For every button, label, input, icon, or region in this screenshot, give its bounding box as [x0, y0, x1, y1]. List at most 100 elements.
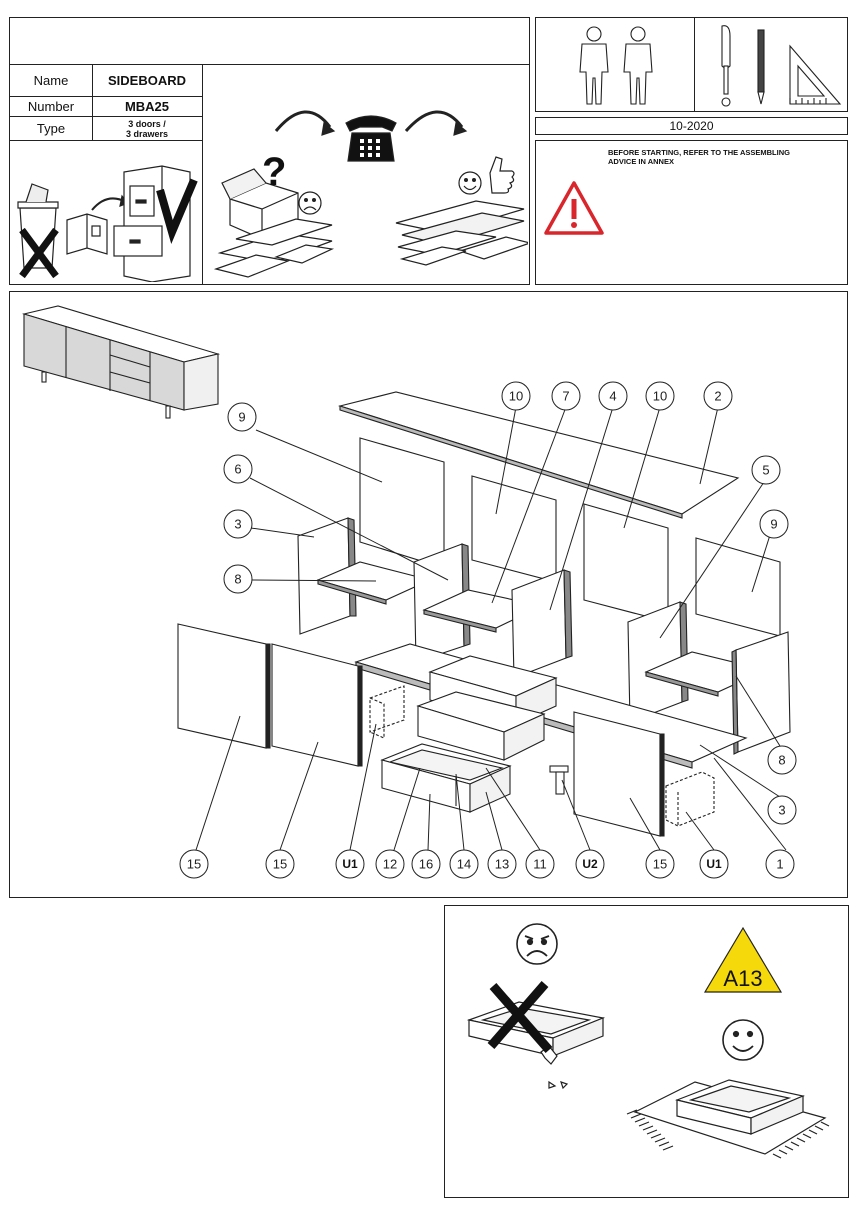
callout-label: 10 — [509, 389, 523, 404]
leader-lines — [195, 406, 787, 851]
part-u1-left — [369, 685, 405, 739]
callout-label: U2 — [582, 857, 598, 871]
callout-label: 3 — [778, 803, 785, 818]
callout-8-right — [767, 745, 797, 775]
callout-label: 12 — [383, 857, 397, 872]
callout-label: 9 — [770, 517, 777, 532]
callout-14 — [449, 849, 479, 879]
callout-u1-left — [335, 849, 365, 879]
a13-code: A13 — [723, 966, 762, 991]
exploded-view-panel: 9 6 3 8 10 7 4 10 2 5 9 8 3 15 15 U1 12 … — [9, 291, 848, 898]
callout-label: 3 — [234, 517, 241, 532]
number-value: MBA25 — [124, 99, 170, 114]
cross-icon — [19, 227, 59, 279]
callouts — [179, 381, 797, 879]
part-drawer-middle — [416, 691, 546, 761]
name-value: SIDEBOARD — [107, 73, 186, 88]
cross-icon — [487, 981, 553, 1053]
assembly-tip-panel: A13 — [444, 905, 849, 1198]
callout-8-left — [223, 564, 253, 594]
callout-label: 1 — [776, 857, 783, 872]
callout-label: 9 — [238, 410, 245, 425]
callout-label: 13 — [495, 857, 509, 872]
callout-12 — [375, 849, 405, 879]
keep-manual-illustration — [17, 165, 198, 282]
callout-label: 4 — [609, 389, 616, 404]
callout-label: 11 — [533, 857, 547, 872]
callout-6 — [223, 454, 253, 484]
callout-label: 15 — [653, 857, 667, 872]
callout-3-right — [767, 795, 797, 825]
callout-15-c — [645, 849, 675, 879]
two-persons-icon — [579, 26, 653, 105]
callout-label: 10 — [653, 389, 667, 404]
sad-face-icon — [298, 191, 322, 215]
part-door-left — [177, 623, 267, 749]
callout-label: 15 — [187, 857, 201, 872]
checkmark-icon — [156, 178, 198, 244]
callout-label: 8 — [234, 572, 241, 587]
missing-part-illustration: ? — [213, 110, 528, 278]
angry-face-icon — [516, 923, 558, 965]
type-value: 3 doors / 3 drawers — [125, 118, 169, 139]
header-box: Name SIDEBOARD Number MBA25 Type 3 doors… — [9, 17, 530, 285]
exploded-diagram: 9 6 3 8 10 7 4 10 2 5 9 8 3 15 15 U1 12 … — [21, 305, 797, 879]
callout-label: 7 — [562, 389, 569, 404]
callout-label: U1 — [342, 857, 358, 871]
callout-label: 16 — [419, 857, 433, 872]
advice-text: BEFORE STARTING, REFER TO THE ASSEMBLING… — [608, 148, 790, 166]
callout-15-b — [265, 849, 295, 879]
table-divider — [92, 65, 93, 141]
tools-icon — [721, 25, 842, 107]
callout-4 — [598, 381, 628, 411]
callout-10-right — [645, 381, 675, 411]
part-back-panel-mid — [471, 475, 557, 583]
happy-face-icon — [458, 171, 482, 195]
part-back-panel-left — [359, 437, 445, 569]
callout-label: U1 — [706, 857, 722, 871]
header-divider — [10, 64, 529, 65]
callout-3-left — [223, 509, 253, 539]
part-door-right — [573, 711, 661, 837]
drawer-on-rug — [674, 1079, 805, 1135]
tools-box — [535, 17, 848, 112]
callout-13 — [487, 849, 517, 879]
screwdriver-icon — [721, 25, 731, 107]
callout-label: 5 — [762, 463, 769, 478]
callout-16 — [411, 849, 441, 879]
table-divider — [202, 65, 203, 285]
type-label: Type — [36, 121, 66, 136]
callout-u2 — [575, 849, 605, 879]
callout-5 — [751, 455, 781, 485]
question-mark-icon: ? — [262, 150, 286, 194]
part-back-panel-end — [695, 537, 781, 637]
callout-label: 6 — [234, 462, 241, 477]
part-u2-leg — [549, 765, 569, 795]
telephone-icon — [345, 115, 397, 162]
callout-label: 15 — [273, 857, 287, 872]
callout-u1-right — [699, 849, 729, 879]
callout-10-left — [501, 381, 531, 411]
part-side-right — [735, 631, 791, 753]
name-label: Name — [33, 73, 69, 88]
assembly-tip-illustration: A13 — [466, 923, 830, 1159]
happy-face-icon — [722, 1019, 764, 1061]
date-box: 10-2020 — [535, 117, 848, 135]
callout-1 — [765, 849, 795, 879]
warning-triangle-icon — [544, 181, 604, 235]
part-u1-right — [665, 771, 715, 827]
callout-label: 8 — [778, 753, 785, 768]
part-drawer-bottom — [380, 743, 512, 813]
pencil-icon — [757, 29, 765, 105]
callout-9-left — [227, 402, 257, 432]
date-text: 10-2020 — [669, 119, 714, 133]
drawer-hard-floor — [466, 1001, 606, 1090]
number-label: Number — [27, 99, 75, 114]
assembled-sideboard-preview — [21, 305, 221, 419]
callout-2 — [703, 381, 733, 411]
callout-11 — [525, 849, 555, 879]
a13-warning-icon: A13 — [703, 926, 783, 993]
advice-box: BEFORE STARTING, REFER TO THE ASSEMBLING… — [535, 140, 848, 285]
set-square-icon — [789, 44, 842, 105]
thumbs-up-icon — [489, 156, 515, 194]
